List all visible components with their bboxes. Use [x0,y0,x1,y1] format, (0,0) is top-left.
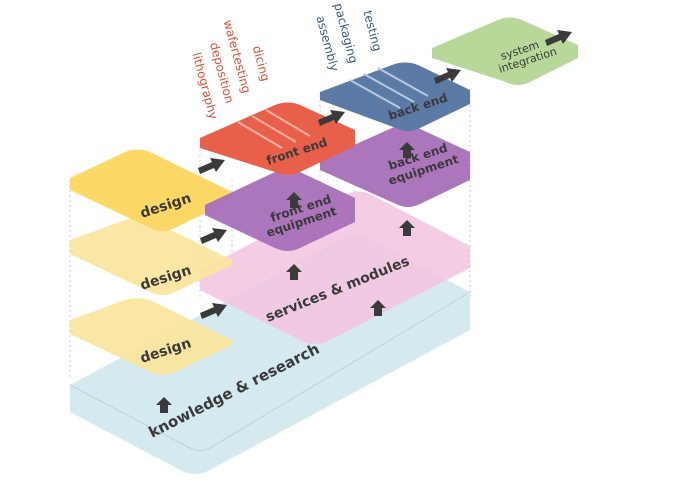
design-layer-3 [70,298,232,375]
front-end-equipment-layer [205,169,355,251]
arrow-up-knowledge-left [156,397,172,413]
front-end-layer [200,102,355,175]
arrow-up-services [286,264,302,280]
arrow-design-to-frontend [198,158,225,174]
system-integration-layer [432,17,578,85]
arrow-system-out [545,30,572,46]
arrow-backend-to-system [434,68,461,84]
arrow-up-be-equip [399,142,415,158]
arrow-up-services-right [399,220,415,236]
arrow-up-fe-equip [286,192,302,208]
back-end-steps: assembly packaging testing [313,1,384,72]
services-modules-layer [200,191,470,344]
arrow-design3-to-services [200,303,227,319]
step-dicing: dicing [250,44,273,83]
design-layer-1 [70,149,232,231]
front-end-stripes [237,109,311,149]
back-end-equipment-layer [320,125,470,207]
arrow-frontend-to-backend [318,110,345,126]
front-end-steps: lithography deposition wafertesting dici… [189,18,272,120]
arrow-design2-to-fe-equip [200,228,227,244]
back-end-stripes [349,67,429,109]
arrows [156,30,572,413]
design-layer-2 [70,218,232,295]
step-testing: testing [360,9,384,53]
arrow-up-knowledge-right [370,300,386,316]
back-end-layer [320,62,470,131]
